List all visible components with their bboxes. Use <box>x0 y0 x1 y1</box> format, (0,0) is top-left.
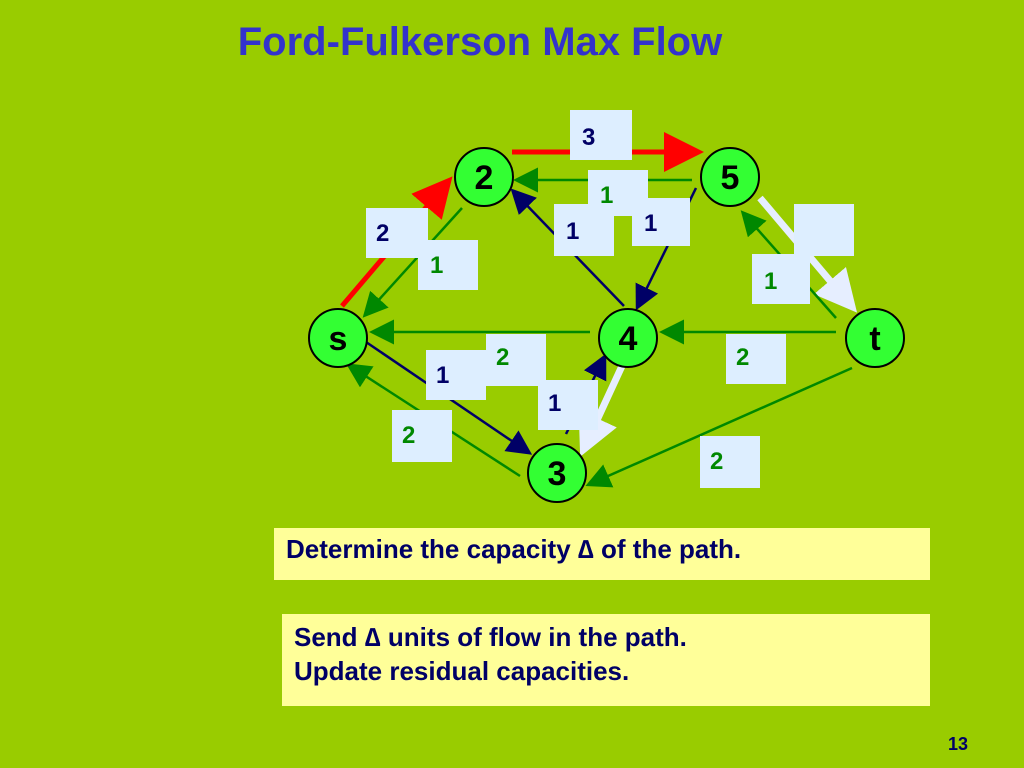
label-box-5-t <box>794 204 854 256</box>
node-label: 5 <box>721 159 740 197</box>
capacity-label-4-s: 2 <box>496 344 510 371</box>
node-2: 2 <box>454 147 514 207</box>
label-box-4-2 <box>554 204 614 256</box>
note-determine-capacity: Determine the capacity ∆ of the path. <box>274 528 930 580</box>
capacity-label-t-3: 2 <box>710 448 724 475</box>
node-label: 4 <box>619 320 638 358</box>
edge-t-3 <box>585 366 853 488</box>
label-box-t-3 <box>700 436 760 488</box>
capacity-label-s-3: 1 <box>436 362 450 389</box>
page-number: 13 <box>948 734 969 754</box>
node-label: 2 <box>475 159 494 197</box>
node-label: 3 <box>548 455 567 493</box>
capacity-label-5-2: 1 <box>600 182 614 209</box>
capacity-label-3-s: 2 <box>402 422 416 449</box>
capacity-label-4-2: 1 <box>566 218 580 245</box>
note-send-flow: Send ∆ units of flow in the path. Update… <box>282 614 930 706</box>
node-t: t <box>845 308 905 368</box>
edge-4-3 <box>578 364 626 457</box>
capacity-label-t-4: 2 <box>736 344 750 371</box>
node-label: t <box>869 320 880 358</box>
label-box-s-2 <box>366 208 428 258</box>
note-text-line1: Send ∆ units of flow in the path. <box>294 622 687 652</box>
capacity-label-3-4: 1 <box>548 390 562 417</box>
label-box-3-s <box>392 410 452 462</box>
node-s: s <box>308 308 368 368</box>
capacity-label-2-s: 1 <box>430 252 444 279</box>
label-box-2-s <box>418 240 478 290</box>
label-box-s-3 <box>426 350 486 400</box>
slide-title: Ford-Fulkerson Max Flow <box>237 20 723 64</box>
label-box-4-s <box>486 334 546 386</box>
node-3: 3 <box>527 443 587 503</box>
label-box-3-4 <box>538 380 598 430</box>
capacity-label-5-4: 1 <box>644 210 658 237</box>
note-text: Determine the capacity ∆ of the path. <box>286 534 742 564</box>
capacity-label-s-2: 2 <box>376 220 390 247</box>
label-box-2-5 <box>570 110 632 160</box>
capacity-label-t-5: 1 <box>764 268 778 295</box>
node-4: 4 <box>598 308 658 368</box>
label-box-5-4 <box>632 198 690 246</box>
capacity-label-2-5: 3 <box>582 124 596 151</box>
edge-2-s <box>362 207 463 318</box>
label-box-t-4 <box>726 334 786 384</box>
note-text-line2: Update residual capacities. <box>294 656 630 686</box>
label-box-t-5 <box>752 254 810 304</box>
node-5: 5 <box>700 147 760 207</box>
node-label: s <box>329 320 348 358</box>
